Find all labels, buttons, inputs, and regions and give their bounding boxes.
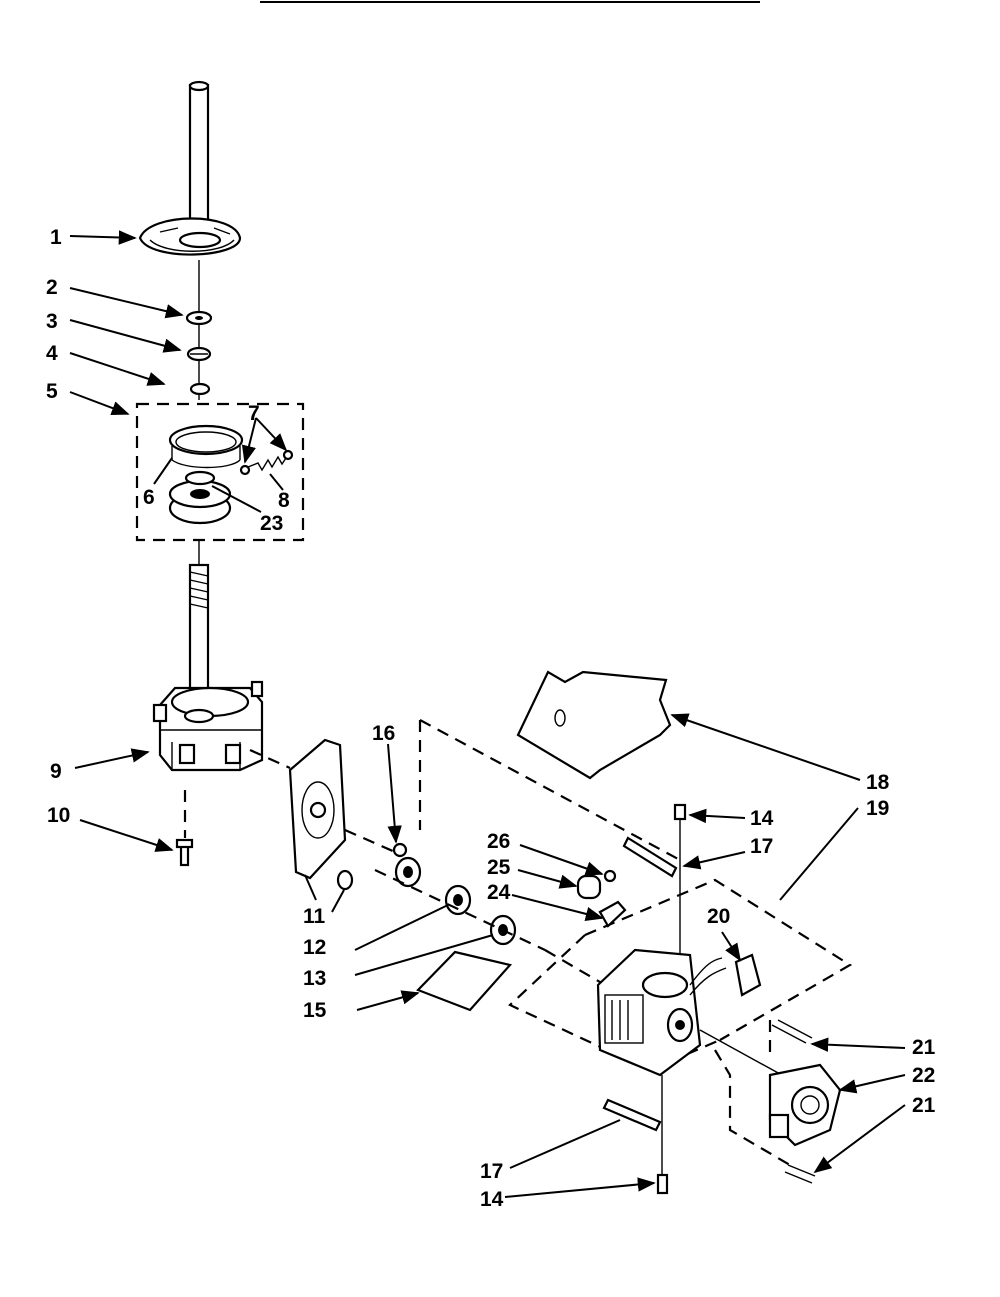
callout-21-upper: 21	[912, 1036, 936, 1059]
pump-part-22	[768, 1063, 842, 1147]
callout-19: 19	[866, 797, 889, 820]
screw-part-26	[603, 869, 617, 883]
shield-part-18	[516, 670, 672, 780]
callout-1: 1	[50, 226, 62, 249]
callout-11: 11	[303, 905, 326, 928]
rod-part-17-lower	[602, 1098, 662, 1132]
callout-23: 23	[260, 512, 283, 535]
callout-10: 10	[47, 804, 70, 827]
spring-part-7	[239, 449, 294, 476]
screw-part-14-lower	[656, 1173, 669, 1195]
coupling-part-13a	[444, 884, 472, 916]
callout-16: 16	[372, 722, 395, 745]
callout-labels: 1 2 3 4 5 6 7 8 23 9 10 16 11 12 13 15 1…	[46, 226, 936, 1211]
brake-assembly-box	[135, 402, 305, 542]
callout-7: 7	[248, 402, 260, 425]
upper-shaft	[188, 80, 210, 237]
motor-body	[596, 948, 702, 1077]
pad-part-15	[416, 950, 513, 1012]
callout-21-lower: 21	[912, 1094, 936, 1117]
callout-25: 25	[487, 856, 511, 879]
callout-5: 5	[46, 380, 58, 403]
washer-part-2	[185, 310, 213, 326]
screw-part-14-upper	[673, 803, 687, 975]
leader-lines	[69, 230, 906, 1198]
drive-bell-part-1	[138, 217, 242, 256]
callout-22: 22	[912, 1064, 935, 1087]
callout-14-upper: 14	[750, 807, 774, 830]
callout-26: 26	[487, 830, 510, 853]
callout-20: 20	[707, 905, 730, 928]
callout-17-lower: 17	[480, 1160, 503, 1183]
callout-17-upper: 17	[750, 835, 773, 858]
callout-15: 15	[303, 999, 327, 1022]
capacitor-part-25	[576, 874, 602, 900]
callout-24: 24	[487, 881, 511, 904]
coupling-part-12	[394, 856, 422, 888]
pulley-part-23	[168, 470, 232, 525]
bolt-part-16	[392, 842, 408, 858]
callout-18: 18	[866, 771, 890, 794]
shaft-centerline	[249, 748, 606, 986]
clip-part-24	[598, 900, 627, 928]
screw-part-10	[175, 790, 194, 867]
clip-part-21-upper	[771, 1019, 813, 1044]
gearcase-part-9	[152, 680, 264, 772]
callout-9: 9	[50, 760, 62, 783]
callout-6: 6	[143, 486, 155, 509]
callout-14-lower: 14	[480, 1188, 504, 1211]
rod-part-17-upper	[622, 836, 678, 878]
bearing-part-11	[336, 869, 354, 891]
motor-mount-dashed-path	[419, 719, 681, 861]
callout-12: 12	[303, 936, 326, 959]
clip-part-21-lower	[784, 1164, 816, 1184]
pump-dashed-path	[714, 1020, 791, 1166]
lower-shaft	[188, 563, 210, 722]
callout-4: 4	[46, 342, 58, 365]
wires-part-20	[689, 953, 762, 997]
callout-2: 2	[46, 276, 58, 299]
seal-cover-plate	[288, 738, 347, 880]
callout-8: 8	[278, 489, 290, 512]
washer-part-4	[189, 382, 211, 396]
callout-3: 3	[46, 310, 58, 333]
washer-part-3	[186, 346, 212, 362]
spring-clip-part-6	[168, 424, 244, 469]
callout-13: 13	[303, 967, 326, 990]
